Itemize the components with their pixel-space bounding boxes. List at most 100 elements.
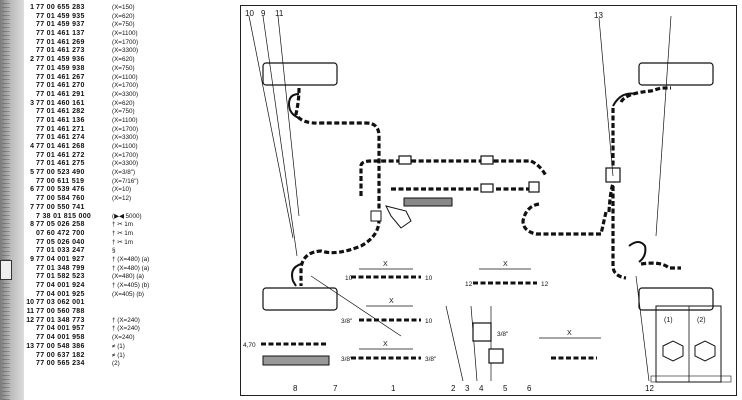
dim-38-c: 3/8" [425,356,437,363]
union-d [528,181,540,193]
part-number: 77 04 001 924 [36,282,85,289]
part-position: 10 [26,299,34,307]
part-note: ≠ (1) [112,351,125,359]
part-position: 6 [30,186,34,194]
inset-2-fitting [694,340,716,362]
part-number: 77 01 461 270 [36,82,85,90]
pipe-front-left [294,87,381,196]
brake-lines-diagram: 10 9 11 13 8 7 1 2 3 4 5 6 12 X X X X X … [240,5,737,396]
dim-x-5: X [567,330,572,337]
part-position: 13 [26,342,34,350]
callout-8: 8 [293,384,298,393]
part-number: 77 03 062 001 [36,299,85,307]
part-note: (X=620) [112,99,135,107]
part-note: (X=1700) [112,82,139,90]
book-binding [0,0,24,400]
part-note: (X=750) [112,21,135,29]
callout-13: 13 [594,11,603,20]
part-row: 77 00 565 234 (2) [26,360,236,369]
part-note: (X=620) [112,12,135,20]
dim-10-mid: 10 [425,318,433,325]
part-position: 1 [30,4,34,11]
inset-base [650,375,732,383]
inset-2-label: (2) [697,317,706,324]
part-row: 77 01 461 273(X=3300) [26,47,236,56]
part-row: 77 00 584 760(X=12) [26,195,236,204]
part-number: 77 01 033 247 [36,247,85,255]
part-note: (X=3300) [112,90,139,98]
front-left-wheel [262,62,338,86]
pipe-rear-right [640,261,681,270]
part-position: 9 [30,255,34,263]
part-row: 07 60 472 700† ✂ 1m [26,230,236,239]
part-note: ≠ (1) [112,342,125,350]
part-number: 77 00 539 476 [36,186,85,194]
leader-2 [445,305,464,382]
part-number: 77 04 001 925 [36,290,85,298]
part-number: 77 01 459 935 [36,12,85,20]
part-number: 77 05 026 258 [36,221,85,229]
rear-right-wheel [638,287,714,311]
fitting-left [370,210,382,222]
leader-10 [248,15,294,239]
dim-x-3: X [383,341,388,348]
part-note: (X=1100) [112,116,138,124]
part-number: 77 01 348 799 [36,264,85,272]
dim-38-b: 3/8" [341,356,353,363]
part-row: 77 04 001 925(X=405) (b) [26,291,236,300]
part-note: (X=750) [112,64,135,72]
part-number: 77 00 655 283 [36,4,85,11]
callout-9: 9 [261,9,266,18]
union-c [480,183,494,193]
callout-5: 5 [503,384,508,393]
part-note: (X=1100) [112,30,138,38]
part-number: 77 01 461 269 [36,38,85,46]
part-note: (X=1100) [112,143,138,150]
union-a [398,155,412,165]
part-row: 77 01 461 291(X=3300) [26,91,236,100]
part-row: 77 01 033 247§ [26,247,236,256]
pipe-cross-upper [359,159,531,196]
leader-7 [310,275,402,337]
part-row: 77 01 582 523(X=480) (a) [26,273,236,282]
part-position: 3 [30,99,34,107]
part-note: (X=1700) [112,151,139,159]
hose-front-right [612,92,637,107]
part-note: (2) [112,360,120,368]
callout-10: 10 [245,9,254,18]
callout-6: 6 [527,384,532,393]
part-number: 77 00 565 234 [36,360,85,368]
part-position: 7 [30,203,34,211]
part-number: 07 60 472 700 [36,229,85,237]
part-position: 2 [30,56,34,64]
part-number: 77 00 548 386 [36,342,85,350]
part-number: 77 00 637 182 [36,351,85,359]
part-row: 7 38 01 815 000(▶◀ 5000) [26,213,236,222]
part-number: 77 01 461 282 [36,108,85,116]
part-note: (X=3/8") [112,169,136,177]
part-row: 77 01 459 937(X=750) [26,21,236,30]
rear-left-wheel [262,287,338,311]
leader-right-frame [655,15,672,237]
part-row: 77 01 461 275(X=3300) [26,160,236,169]
union-sample-5 [472,322,492,342]
part-number: 77 00 560 788 [36,308,85,316]
hose-rear-left [291,263,302,287]
part-number: 7 38 01 815 000 [36,212,92,220]
leader-13 [598,17,614,177]
dim-12-right: 12 [541,281,549,288]
part-note: (X=3300) [112,134,139,142]
part-note: (X=1700) [112,125,139,133]
callout-11: 11 [275,9,284,18]
pipe-upper-end [530,159,548,177]
part-row: 77 01 461 271(X=1700) [26,126,236,135]
